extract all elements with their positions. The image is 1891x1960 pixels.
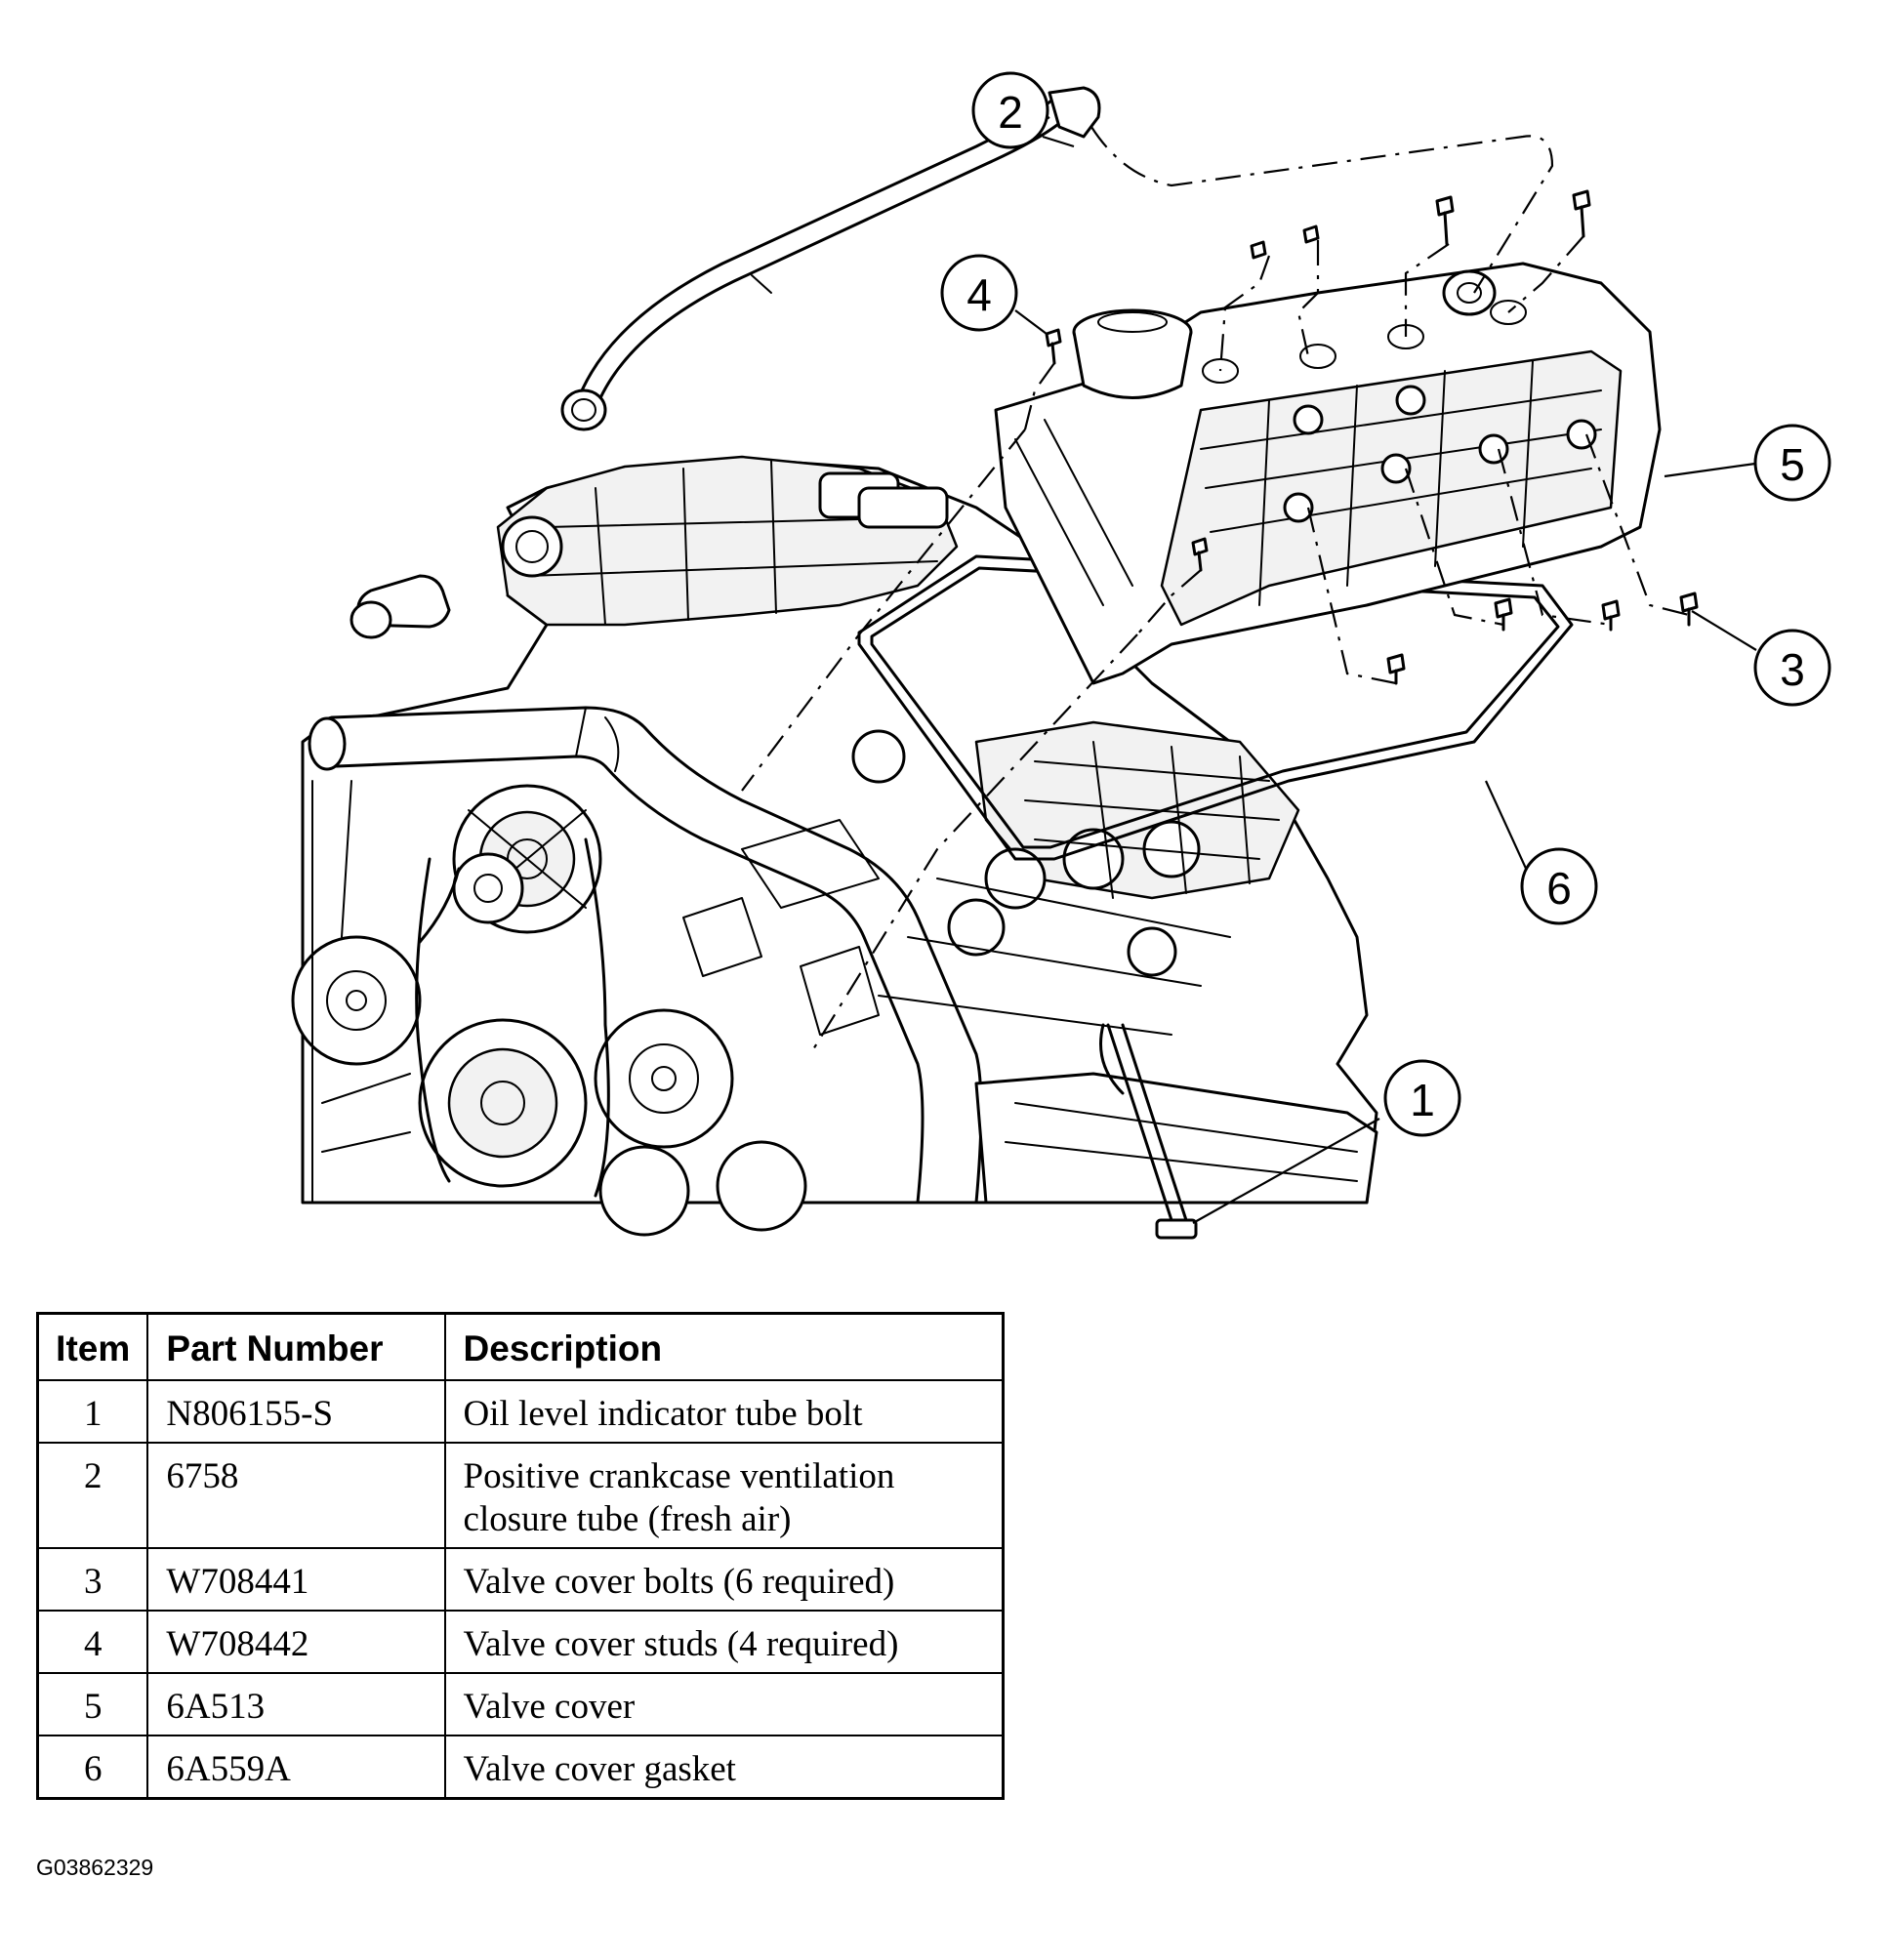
table-header-row: Item Part Number Description xyxy=(36,1312,1005,1381)
valve-cover-studs xyxy=(1045,225,1320,572)
table-row: 5 6A513 Valve cover xyxy=(36,1672,1005,1736)
cell-part-number: W708442 xyxy=(146,1610,446,1674)
callout-3-label: 3 xyxy=(1780,644,1805,695)
figure-id: G03862329 xyxy=(36,1855,154,1880)
assembly-lines xyxy=(741,126,1690,1055)
cell-item: 2 xyxy=(36,1442,149,1549)
cell-description: Valve cover studs (4 required) xyxy=(443,1610,1005,1674)
callout-2-label: 2 xyxy=(998,87,1023,138)
cell-part-number: N806155-S xyxy=(146,1379,446,1444)
cell-description: Valve cover xyxy=(443,1672,1005,1736)
callout-1-label: 1 xyxy=(1410,1075,1435,1125)
table-row: 4 W708442 Valve cover studs (4 required) xyxy=(36,1610,1005,1674)
cell-item: 4 xyxy=(36,1610,149,1674)
valve-cover-bolts xyxy=(1386,189,1699,685)
callout-4-label: 4 xyxy=(966,269,992,320)
cell-item: 6 xyxy=(36,1735,149,1800)
header-item: Item xyxy=(36,1312,149,1381)
table-row: 6 6A559A Valve cover gasket xyxy=(36,1735,1005,1800)
oil-level-indicator-tube xyxy=(1099,1023,1198,1240)
cell-part-number: W708441 xyxy=(146,1547,446,1612)
cell-description: Valve cover bolts (6 required) xyxy=(443,1547,1005,1612)
cell-item: 1 xyxy=(36,1379,149,1444)
cell-item: 3 xyxy=(36,1547,149,1612)
pcv-closure-tube xyxy=(560,86,1101,431)
cell-description: Valve cover gasket xyxy=(443,1735,1005,1800)
cell-description: Positive crankcase ventilation closure t… xyxy=(443,1442,1005,1549)
callout-3: 3 xyxy=(1753,629,1831,707)
cell-part-number: 6A559A xyxy=(146,1735,446,1800)
cell-item: 5 xyxy=(36,1672,149,1736)
callout-4: 4 xyxy=(940,254,1018,332)
callout-1: 1 xyxy=(1383,1059,1461,1137)
callout-5-label: 5 xyxy=(1780,439,1805,490)
callout-leaders xyxy=(1014,116,1757,1224)
cell-description: Oil level indicator tube bolt xyxy=(443,1379,1005,1444)
callout-6-label: 6 xyxy=(1546,863,1572,914)
header-description: Description xyxy=(443,1312,1005,1381)
callout-2: 2 xyxy=(971,71,1049,149)
table-row: 3 W708441 Valve cover bolts (6 required) xyxy=(36,1547,1005,1612)
callout-5: 5 xyxy=(1753,424,1831,502)
table-row: 1 N806155-S Oil level indicator tube bol… xyxy=(36,1379,1005,1444)
cell-part-number: 6A513 xyxy=(146,1672,446,1736)
valve-cover xyxy=(994,262,1662,685)
callout-6: 6 xyxy=(1520,847,1598,925)
exploded-view-diagram: 1 2 3 4 5 6 xyxy=(291,71,1831,1240)
header-part-number: Part Number xyxy=(146,1312,446,1381)
parts-table: Item Part Number Description 1 N806155-S… xyxy=(36,1312,1005,1800)
table-row: 2 6758 Positive crankcase ventilation cl… xyxy=(36,1442,1005,1549)
cell-part-number: 6758 xyxy=(146,1442,446,1549)
